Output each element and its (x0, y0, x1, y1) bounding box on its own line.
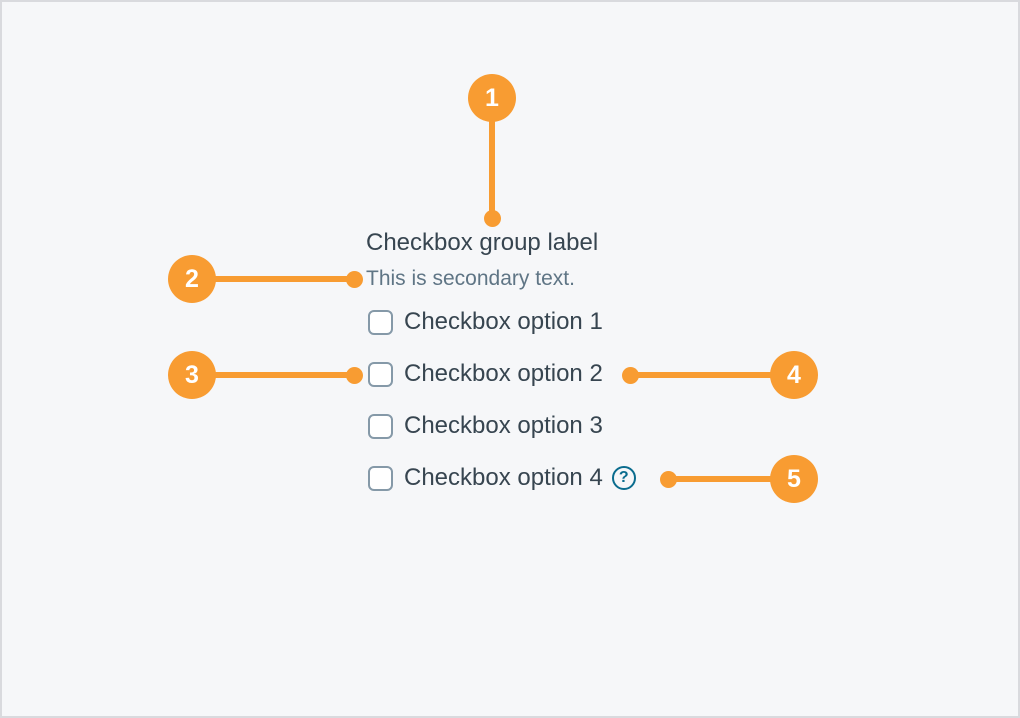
checkbox-option-label: Checkbox option 1 (404, 308, 603, 335)
annotation-badge-5: 5 (770, 455, 818, 503)
annotation-line-4 (630, 372, 772, 378)
annotation-dot-2 (346, 271, 363, 288)
annotation-dot-1 (484, 210, 501, 227)
checkbox-input[interactable] (368, 465, 393, 491)
checkbox-input[interactable] (368, 361, 393, 387)
annotation-badge-1: 1 (468, 74, 516, 122)
annotation-dot-3 (346, 367, 363, 384)
annotation-dot-4 (622, 367, 639, 384)
annotation-badge-4: 4 (770, 351, 818, 399)
checkbox-group-label: Checkbox group label (366, 229, 599, 256)
help-icon[interactable]: ? (611, 466, 636, 490)
checkbox-option-label: Checkbox option 4 (404, 464, 603, 491)
annotation-badge-2: 2 (168, 255, 216, 303)
checkbox-option-1[interactable]: Checkbox option 1 (368, 306, 603, 338)
annotation-line-2 (214, 276, 354, 282)
annotation-line-1 (489, 120, 495, 218)
annotation-line-5 (668, 476, 772, 482)
checkbox-option-label: Checkbox option 2 (404, 360, 603, 387)
checkbox-option-2[interactable]: Checkbox option 2 (368, 358, 603, 390)
checkbox-option-4[interactable]: Checkbox option 4 ? (368, 462, 636, 494)
checkbox-option-label: Checkbox option 3 (404, 412, 603, 439)
checkbox-input[interactable] (368, 413, 393, 439)
annotation-line-3 (214, 372, 354, 378)
checkbox-group-secondary-text: This is secondary text. (366, 267, 575, 290)
annotation-badge-3: 3 (168, 351, 216, 399)
checkbox-option-3[interactable]: Checkbox option 3 (368, 410, 603, 442)
annotation-dot-5 (660, 471, 677, 488)
checkbox-input[interactable] (368, 309, 393, 335)
